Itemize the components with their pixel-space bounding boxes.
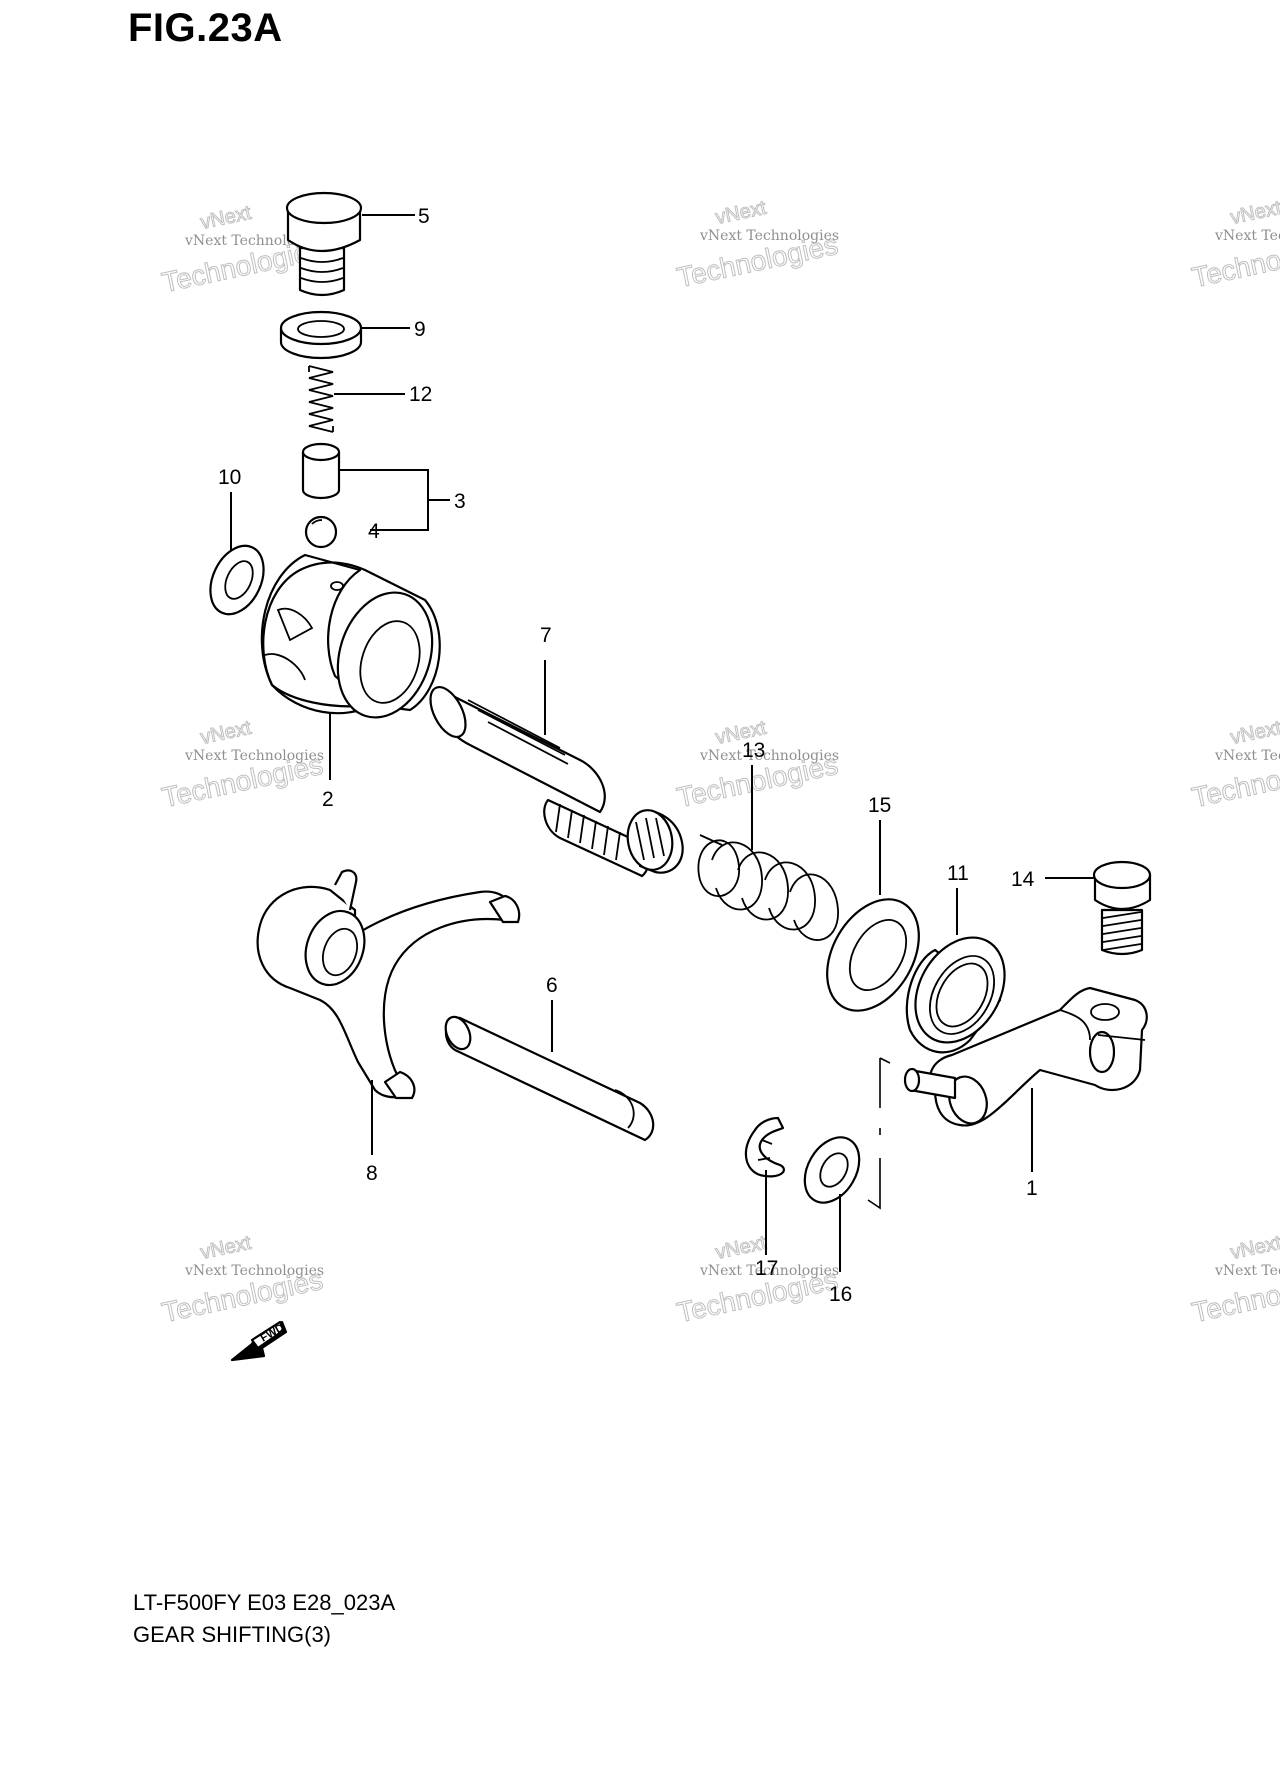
part-5-plug-bolt[interactable] (285, 191, 363, 297)
watermark-text: vNext (199, 1232, 254, 1264)
watermark-text: vNext Technologies (184, 1263, 324, 1279)
part-label-2: 2 (322, 788, 334, 811)
watermark-text: vNext (199, 202, 254, 234)
part-label-11: 11 (947, 862, 969, 885)
model-code: LT-F500FY E03 E28_023A (133, 1590, 396, 1615)
watermark-text: vNext (1229, 197, 1280, 229)
part-1-shift-arm[interactable] (903, 986, 1148, 1129)
part-label-5: 5 (418, 205, 430, 228)
watermark-bottom-right: vNext Technologies vNext Technologies (1189, 1231, 1280, 1328)
part-2-shift-cam[interactable] (260, 553, 448, 730)
fwd-arrow-icon: FWD (230, 1320, 288, 1362)
part-13-spring[interactable] (697, 834, 839, 941)
assembly-centerline (867, 1057, 891, 1210)
part-11-bushing[interactable] (897, 922, 1022, 1059)
part-number-labels: 5 9 12 3 4 10 2 7 13 15 11 14 6 8 1 17 1… (218, 205, 1038, 1306)
watermark-text: vNext (199, 717, 254, 749)
part-6-fork-shaft[interactable] (441, 1013, 655, 1142)
part-15-washer[interactable] (808, 883, 937, 1027)
part-label-3: 3 (454, 490, 466, 513)
part-label-7: 7 (540, 624, 552, 647)
part-label-8: 8 (366, 1162, 378, 1185)
figure-title: FIG.23A (128, 6, 283, 50)
part-label-15: 15 (868, 794, 891, 817)
part-label-14: 14 (1011, 868, 1035, 891)
leader-lines (230, 214, 1095, 1272)
part-14-bolt[interactable] (1092, 860, 1152, 956)
watermark-text: vNext Technologies (699, 748, 839, 764)
part-label-12: 12 (409, 383, 432, 406)
watermark-text: vNext Technologies (1214, 1263, 1280, 1279)
part-label-4: 4 (368, 520, 380, 543)
section-name: GEAR SHIFTING(3) (133, 1622, 332, 1647)
watermark-text: vNext Technologies (699, 1263, 839, 1279)
watermark-bottom-left: vNext Technologies vNext Technologies (159, 1231, 326, 1328)
part-label-17: 17 (755, 1257, 778, 1280)
part-12-spring[interactable] (308, 365, 334, 433)
watermark-text: vNext Technologies (1214, 228, 1280, 244)
watermark-text: vNext Technologies (699, 228, 839, 244)
leader-3a (340, 469, 429, 531)
watermark-text: vNext (1229, 1232, 1280, 1264)
part-7-shift-shaft[interactable] (423, 682, 684, 878)
watermark-layer: vNext Technologies vNext Technologies vN… (159, 196, 1280, 1328)
part-label-16: 16 (829, 1283, 852, 1306)
part-label-9: 9 (414, 318, 426, 341)
watermark-text: vNext Technologies (1214, 748, 1280, 764)
watermark-mid-right: vNext Technologies vNext Technologies (1189, 716, 1280, 813)
watermark-mid-left: vNext Technologies vNext Technologies (159, 716, 326, 813)
part-8-shift-fork[interactable] (256, 869, 521, 1100)
part-label-1: 1 (1026, 1177, 1038, 1200)
part-3-pin[interactable] (301, 442, 341, 500)
watermark-mid-center: vNext Technologies vNext Technologies (674, 716, 841, 813)
part-17-e-clip[interactable] (744, 1116, 786, 1178)
part-label-6: 6 (546, 974, 558, 997)
part-9-washer[interactable] (279, 310, 363, 360)
watermark-text: vNext (714, 197, 769, 229)
watermark-top-center: vNext Technologies vNext Technologies (674, 196, 841, 293)
part-16-washer[interactable] (794, 1128, 871, 1213)
part-4-ball[interactable] (304, 515, 338, 549)
part-label-10: 10 (218, 466, 241, 489)
part-10-washer[interactable] (200, 537, 274, 623)
watermark-text: vNext (1229, 717, 1280, 749)
watermark-top-right: vNext Technologies vNext Technologies (1189, 196, 1280, 293)
watermark-text: vNext Technologies (184, 748, 324, 764)
part-label-13: 13 (742, 739, 765, 762)
